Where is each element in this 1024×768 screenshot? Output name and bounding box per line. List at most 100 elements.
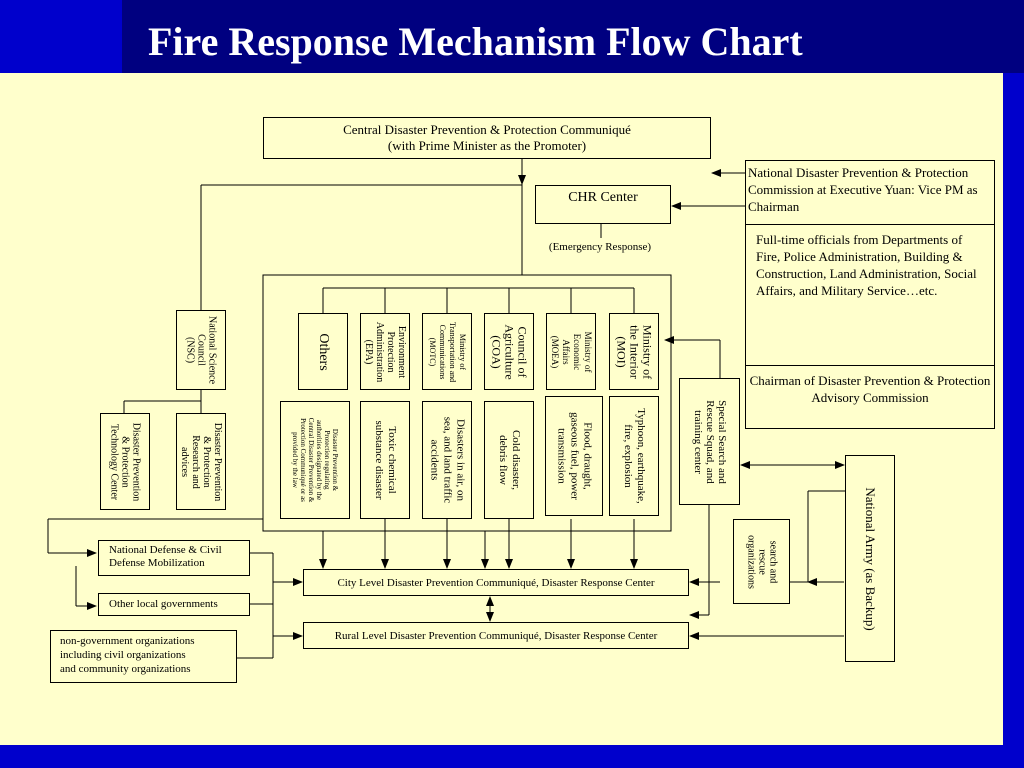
air-line2: sea, and land traffic [441, 416, 454, 504]
fulltime-officials-box: Full-time officials from Departments of … [745, 224, 995, 366]
moi-line3: (MOI) [614, 335, 629, 368]
agency-coa-box: Council of Agriculture (COA) [484, 313, 534, 390]
coa-line2: Agriculture [502, 323, 517, 380]
agency-epa-box: Environment Protection Administration (E… [360, 313, 410, 390]
other-local-governments-label: Other local governments [109, 598, 218, 610]
fulltime-officials-label: Full-time officials from Departments of … [756, 232, 977, 298]
motc-line2: Transportation and [448, 321, 457, 382]
agency-moi-box: Ministry of the Interior (MOI) [609, 313, 659, 390]
reg-line4: Central Disaster Prevention & [307, 417, 315, 503]
moi-line1: Ministry of [640, 324, 655, 379]
moea-line4: (MOEA) [550, 335, 560, 368]
toxic-line2: substance disaster [373, 420, 385, 500]
ngo-box: non-government organizations including c… [50, 630, 237, 683]
coa-line1: Council of [515, 326, 530, 377]
search-rescue-orgs-box: search and rescue organizations [733, 519, 790, 604]
air-line1: Disasters in air, on [454, 418, 467, 502]
air-line3: accidents [428, 439, 441, 481]
moea-line3: Affairs [561, 338, 571, 365]
cold-line1: Cold disaster, [510, 429, 522, 491]
ssr-line1: Special Search and [715, 399, 728, 484]
central-communique-subtitle: (with Prime Minister as the Promoter) [387, 138, 587, 153]
tech-center-line2: & Protection [119, 435, 131, 488]
flood-line3: transmission [555, 428, 568, 484]
chr-center-label: CHR Center [568, 190, 638, 205]
left-blue-strip [0, 0, 122, 73]
research-line4: advices [179, 446, 190, 477]
flood-disaster-box: Flood, draught, gaseous fuel, power tran… [545, 396, 603, 516]
ngo-line2: including civil organizations [60, 649, 186, 661]
ssr-line3: training center [691, 409, 704, 474]
reg-line2: Protection regulating [323, 430, 331, 490]
advisory-chairman-box: Chairman of Disaster Prevention & Protec… [745, 365, 995, 429]
title-bar [122, 0, 1024, 73]
moi-line2: the Interior [627, 324, 642, 379]
tech-center-line3: Technology Center [108, 423, 120, 500]
moea-line1: Ministry of [583, 331, 593, 372]
cold-disaster-box: Cold disaster, debris flow [484, 401, 534, 519]
emergency-response-label: (Emergency Response) [548, 241, 652, 253]
reg-line6: provided by the law [291, 432, 299, 488]
motc-line3: Communications [438, 324, 447, 379]
agency-motc-box: Ministry of Transportation and Communica… [422, 313, 472, 390]
city-level-center-label: City Level Disaster Prevention Communiqu… [337, 576, 655, 589]
national-army-box: National Army (as Backup) [845, 455, 895, 662]
moea-line2: Economic [572, 333, 582, 370]
tech-center-line1: Disaster Prevention [130, 422, 142, 501]
nsc-line3: (NSC) [184, 336, 196, 364]
central-communique-box: Central Disaster Prevention & Protection… [263, 117, 711, 159]
chr-center-box: CHR Center [535, 185, 671, 224]
special-rescue-squad-box: Special Search and Rescue Squad, and tra… [679, 378, 740, 505]
typhoon-disaster-box: Typhoon, earthquake, fire, explosion [609, 396, 659, 516]
epa-line1: Environment [396, 325, 407, 378]
sar-line3: organizations [745, 534, 756, 589]
agency-others-box: Others [298, 313, 348, 390]
rural-level-center-label: Rural Level Disaster Prevention Communiq… [334, 629, 658, 642]
typhoon-line2: fire, explosion [622, 424, 634, 488]
slide-title: Fire Response Mechanism Flow Chart [148, 19, 803, 64]
research-line3: Research and [190, 434, 201, 489]
research-line1: Disaster Prevention [212, 422, 223, 501]
flood-line1: Flood, draught, [581, 422, 594, 490]
cold-line2: debris flow [497, 435, 509, 485]
tech-center-box: Disaster Prevention & Protection Technol… [100, 413, 150, 510]
ngo-line3: and community organizations [60, 663, 191, 675]
motc-line1: Ministry of [458, 333, 467, 370]
research-box: Disaster Prevention & Protection Researc… [176, 413, 226, 510]
typhoon-line1: Typhoon, earthquake, [635, 408, 647, 504]
epa-line3: Administration [374, 321, 385, 382]
toxic-disaster-box: Toxic chemical substance disaster [360, 401, 410, 519]
research-line2: & Protection [201, 435, 212, 488]
nsc-box: National Science Council (NSC) [176, 310, 226, 390]
defense-line2: Defense Mobilization [109, 557, 205, 569]
ngo-line1: non-government organizations [60, 635, 195, 647]
city-level-center-box: City Level Disaster Prevention Communiqu… [303, 569, 689, 596]
agency-moea-box: Ministry of Economic Affairs (MOEA) [546, 313, 596, 390]
nsc-line1: National Science [206, 315, 218, 385]
national-commission-box: National Disaster Prevention & Protectio… [745, 160, 995, 225]
toxic-line1: Toxic chemical [386, 426, 398, 494]
other-local-governments-box: Other local governments [98, 593, 250, 616]
central-communique-title: Central Disaster Prevention & Protection… [343, 122, 631, 137]
coa-line3: (COA) [489, 334, 504, 369]
flood-line2: gaseous fuel, power [568, 412, 581, 500]
defense-line1: National Defense & Civil [109, 544, 222, 556]
national-defense-box: National Defense & Civil Defense Mobiliz… [98, 540, 250, 576]
regulating-authorities-box: Disaster Prevention & Protection regulat… [280, 401, 350, 519]
traffic-disaster-box: Disasters in air, on sea, and land traff… [422, 401, 472, 519]
national-army-label: National Army (as Backup) [863, 486, 878, 631]
reg-line5: Protection Communiqué or as [299, 418, 307, 502]
nsc-line2: Council [195, 334, 207, 366]
sar-line2: rescue [756, 548, 767, 575]
reg-line3: authorities designated by the [315, 419, 323, 501]
ssr-line2: Rescue Squad, and [703, 399, 716, 484]
advisory-chairman-label: Chairman of Disaster Prevention & Protec… [749, 373, 991, 405]
epa-line2: Protection [385, 330, 396, 373]
bottom-band [0, 745, 1024, 768]
epa-line4: (EPA) [363, 339, 374, 364]
sar-line1: search and [767, 540, 778, 583]
national-commission-label: National Disaster Prevention & Protectio… [748, 165, 978, 214]
rural-level-center-box: Rural Level Disaster Prevention Communiq… [303, 622, 689, 649]
reg-line1: Disaster Prevention & [331, 428, 339, 492]
agency-others-label: Others [316, 332, 331, 371]
